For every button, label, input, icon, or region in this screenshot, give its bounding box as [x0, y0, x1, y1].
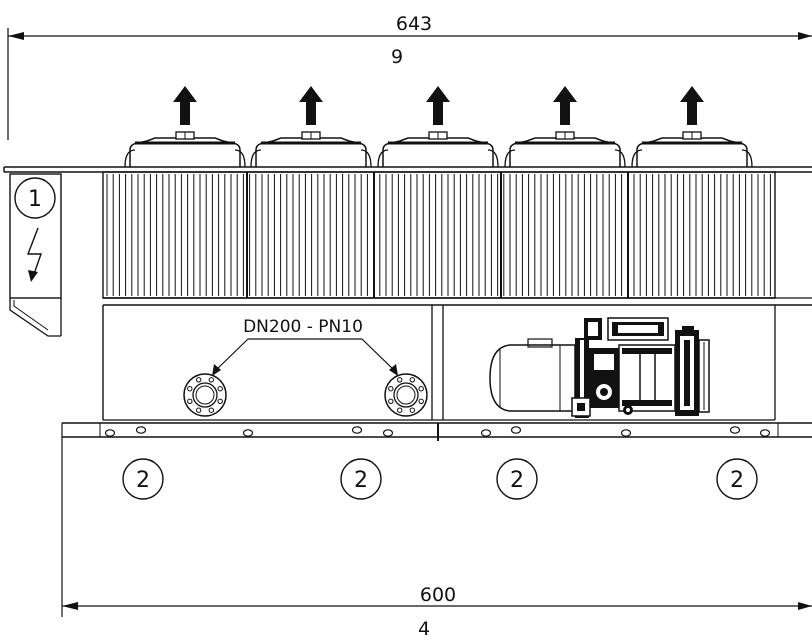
airflow-arrow-icon: [426, 86, 450, 125]
top-dimension-sub: 9: [391, 46, 403, 68]
top-dimension-value: 643: [396, 13, 432, 35]
callout-row: 2 2 2 2: [122, 458, 758, 500]
fan-hood: [124, 131, 246, 168]
airflow-arrow-icon: [553, 86, 577, 125]
top-dimension: 643 9: [7, 13, 812, 140]
callout-2a: 2: [122, 458, 164, 500]
callout-1: 1: [14, 177, 56, 219]
bottom-dimension: 600 4: [62, 584, 812, 640]
airflow-arrow-icon: [299, 86, 323, 125]
airflow-arrows: [173, 86, 704, 125]
callout-1-label: 1: [28, 187, 42, 212]
top-rail: [3, 166, 812, 173]
bottom-dimension-value: 600: [420, 584, 456, 606]
lightning-bolt-icon: [26, 227, 42, 282]
callout-2c: 2: [496, 458, 538, 500]
fan-row: [124, 131, 753, 168]
coil-section: [102, 171, 812, 306]
fan-hood: [250, 131, 372, 168]
flange-icon: [183, 373, 227, 417]
callout-2b-label: 2: [354, 468, 368, 493]
callout-2a-label: 2: [136, 468, 150, 493]
fan-hood: [631, 131, 753, 168]
callout-2c-label: 2: [510, 468, 524, 493]
bottom-dimension-sub: 4: [418, 618, 430, 640]
flange-icon: [384, 373, 428, 417]
callout-2d-label: 2: [730, 468, 744, 493]
callout-2b: 2: [340, 458, 382, 500]
airflow-arrow-icon: [680, 86, 704, 125]
flange-label: DN200 - PN10: [243, 317, 363, 337]
flange-group: DN200 - PN10: [183, 317, 428, 417]
airflow-arrow-icon: [173, 86, 197, 125]
compressor-icon: [489, 317, 710, 418]
electrical-panel: 1: [9, 173, 62, 337]
fan-hood: [377, 131, 499, 168]
base-frame: [61, 305, 812, 617]
callout-2d: 2: [716, 458, 758, 500]
fan-hood: [504, 131, 626, 168]
